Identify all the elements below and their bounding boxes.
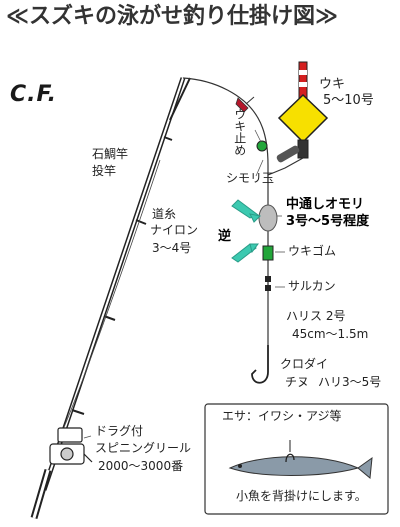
mainline-label-1: 道糸 xyxy=(152,207,177,221)
shimori-ball xyxy=(256,140,268,152)
hook-label-3: ハリ3～5号 xyxy=(318,375,382,389)
float-label: ウキ xyxy=(319,77,346,92)
mainline-label-3: 3～4号 xyxy=(152,241,192,255)
rod-label-1: 石鯛竿 xyxy=(92,147,129,161)
leader-label-2: 45cm～1.5m xyxy=(292,327,369,341)
bait-box xyxy=(204,403,389,515)
reel-label-2: スピニングリール xyxy=(95,441,192,455)
leader-label-1: ハリス 2号 xyxy=(286,309,346,323)
sinker-label-2: 3号～5号程度 xyxy=(286,214,370,229)
float xyxy=(267,61,329,176)
main-line xyxy=(182,77,269,345)
hook xyxy=(251,345,269,384)
bait-note: 小魚を背掛けにします。 xyxy=(236,489,367,503)
reel-label-3: 2000～3000番 xyxy=(98,459,184,473)
float-size-label: 5～10号 xyxy=(323,93,374,108)
bait-title: エサ：イワシ・アジ等 xyxy=(222,409,342,423)
reverse-arrows xyxy=(231,199,262,263)
swivel-label: サルカン xyxy=(288,279,336,293)
reverse-label: 逆 xyxy=(218,229,232,244)
sinker xyxy=(258,204,278,232)
float-rubber-label: ウキゴム xyxy=(288,244,337,258)
reel-label-1: ドラグ付 xyxy=(95,424,144,438)
fishing-rod xyxy=(30,77,191,519)
diagram-title: ≪スズキの泳がせ釣り仕掛け図≫ xyxy=(6,4,339,29)
swivel xyxy=(265,276,271,291)
reel-line xyxy=(61,159,161,433)
mainline-label-2: ナイロン xyxy=(150,223,199,237)
logo-cf: C.F. xyxy=(10,82,58,107)
shimori-ball-label: シモリ玉 xyxy=(226,171,275,185)
float-stop-label: ウキ止め xyxy=(232,108,247,156)
spinning-reel xyxy=(49,427,93,465)
hook-label-2: チヌ xyxy=(285,375,310,389)
hook-label-1: クロダイ xyxy=(280,357,329,371)
sinker-label-1: 中通しオモリ xyxy=(286,197,365,212)
float-stop-knot xyxy=(235,96,255,113)
rod-label-2: 投竿 xyxy=(92,164,117,178)
float-rubber xyxy=(262,245,274,261)
bait-fish xyxy=(228,440,373,479)
leader-lines xyxy=(83,129,285,439)
